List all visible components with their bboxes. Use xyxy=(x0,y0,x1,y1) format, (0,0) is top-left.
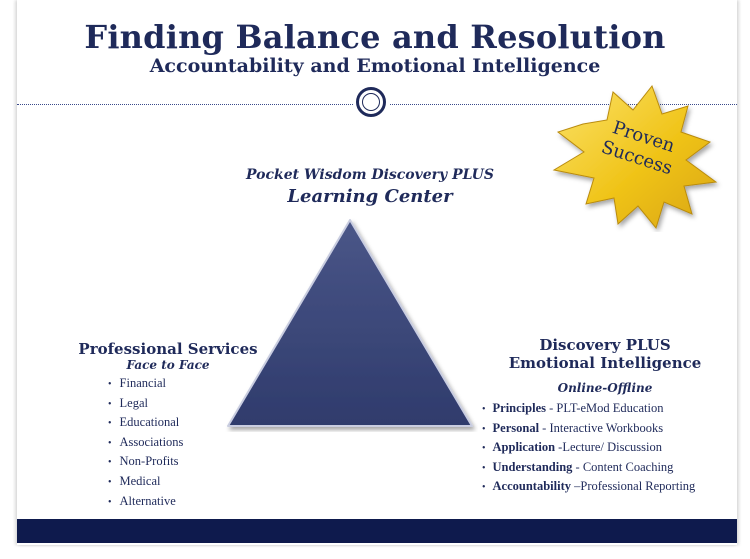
list-item: Educational xyxy=(108,413,183,433)
professional-services-heading: Professional Services xyxy=(78,340,258,358)
list-item: Non-Profits xyxy=(108,452,183,472)
list-item: Medical xyxy=(108,472,183,492)
starburst-badge-icon xyxy=(552,84,718,230)
divider-right xyxy=(390,104,737,105)
circle-ornament-icon xyxy=(356,87,386,117)
divider-left xyxy=(17,104,353,105)
triangle-graphic xyxy=(227,219,473,427)
discovery-plus-list: Principles - PLT-eMod Education Personal… xyxy=(482,399,696,497)
learning-center-brand: Pocket Wisdom Discovery PLUS xyxy=(245,167,494,183)
list-item: Legal xyxy=(108,394,183,414)
list-item: Understanding - Content Coaching xyxy=(482,458,695,478)
learning-center-title: Learning Center xyxy=(287,186,453,207)
list-item: Alternative xyxy=(108,492,183,512)
professional-services-subheading: Face to Face xyxy=(126,358,210,372)
list-item: Accountability –Professional Reporting xyxy=(482,477,696,497)
list-item: Financial xyxy=(108,374,183,394)
emotional-intelligence-heading: Emotional Intelligence xyxy=(508,354,702,372)
footer-bar xyxy=(17,519,737,543)
page-subtitle: Accountability and Emotional Intelligenc… xyxy=(149,55,601,77)
page-title: Finding Balance and Resolution xyxy=(84,18,666,56)
list-item: Personal - Interactive Workbooks xyxy=(482,419,695,439)
discovery-plus-subheading: Online-Offline xyxy=(557,381,653,395)
professional-services-list: Financial Legal Educational Associations… xyxy=(108,374,184,512)
list-item: Principles - PLT-eMod Education xyxy=(482,399,695,419)
list-item: Associations xyxy=(108,433,184,453)
discovery-plus-heading: Discovery PLUS xyxy=(539,336,671,354)
list-item: Application -Lecture/ Discussion xyxy=(482,438,695,458)
